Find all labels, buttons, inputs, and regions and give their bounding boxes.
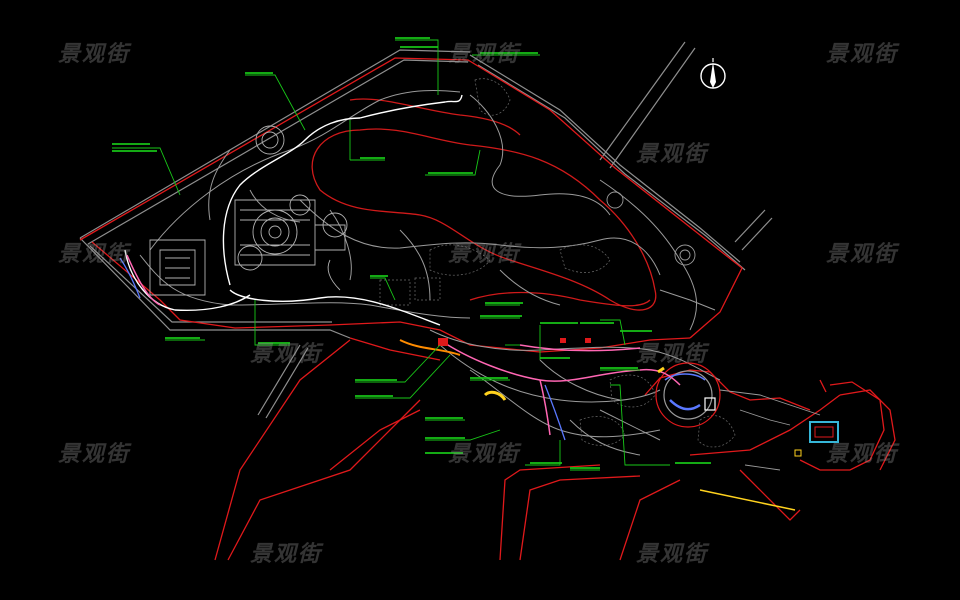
path-network [139, 89, 721, 456]
east-wing [606, 191, 821, 471]
lake-outlines [311, 98, 657, 311]
route-yellow [483, 366, 796, 511]
route-pink [126, 254, 681, 436]
callout-leaders [112, 39, 670, 471]
outer-roads [79, 41, 773, 419]
pool [794, 421, 839, 457]
west-plaza [149, 125, 348, 296]
east-circular-plaza [655, 362, 721, 428]
planting-zones [379, 78, 736, 448]
node-markers [399, 338, 591, 356]
route-blue [119, 257, 566, 441]
north-arrow-icon [700, 58, 726, 89]
callout-labels [112, 37, 711, 469]
route-white [124, 94, 463, 326]
site-boundary [79, 57, 896, 561]
